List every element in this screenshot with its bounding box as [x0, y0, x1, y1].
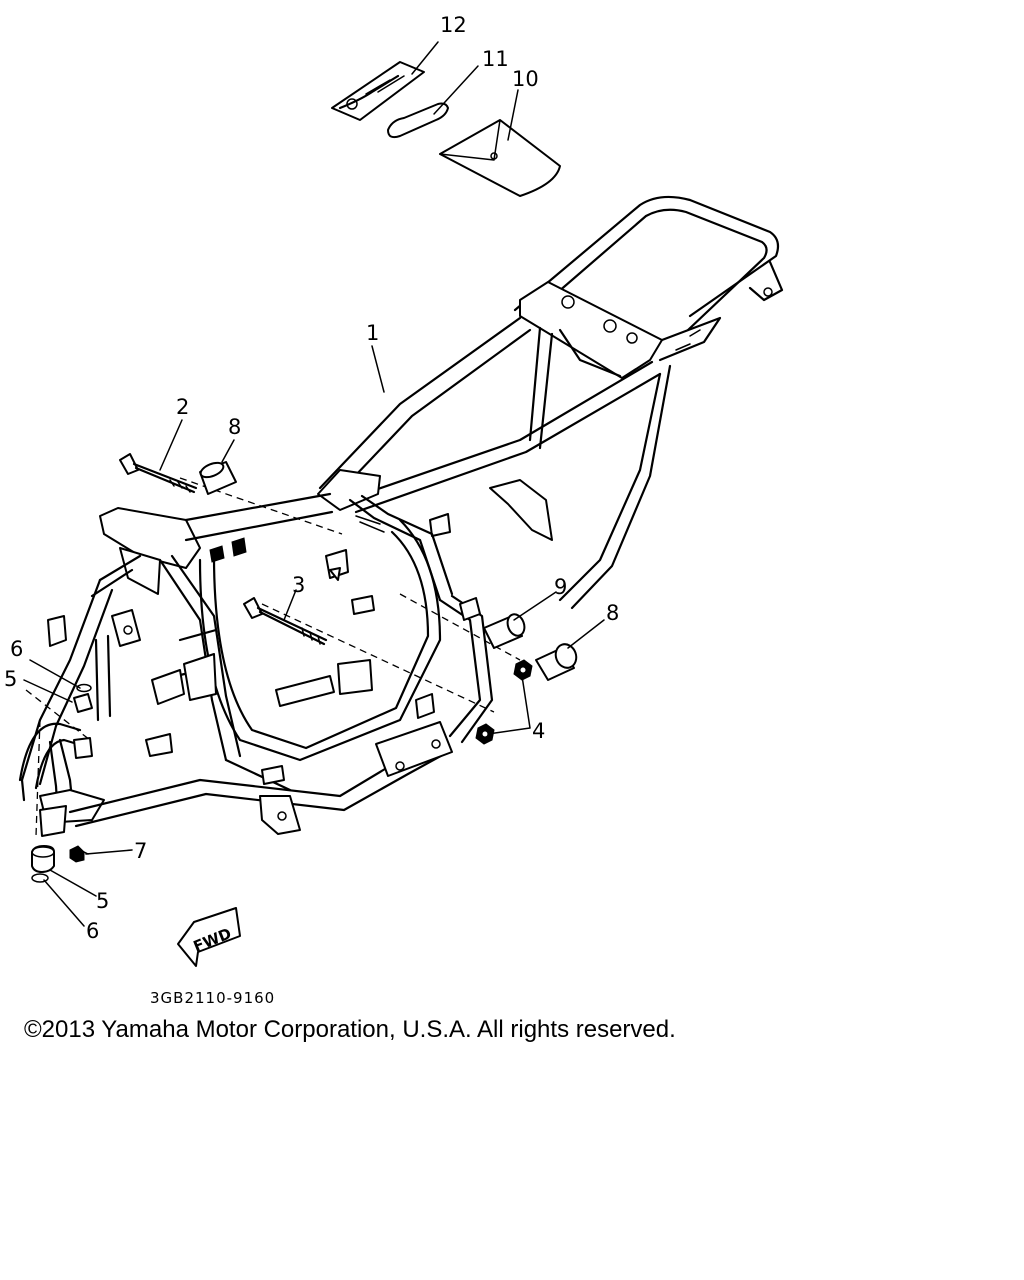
leader-lines	[23, 41, 605, 927]
part-7-bolt	[69, 845, 89, 863]
callout-2: 2	[176, 395, 189, 419]
copyright-notice: ©2013 Yamaha Motor Corporation, U.S.A. A…	[24, 1016, 676, 1043]
part-6-o-ring-upper	[76, 683, 92, 693]
part-12-tool-holder	[331, 61, 425, 121]
diagram-part-code: 3GB2110-9160	[150, 989, 275, 1007]
callout-6-lower: 6	[86, 919, 99, 943]
part-1-main-frame	[18, 195, 784, 837]
part-9-collar	[483, 613, 526, 649]
part-2-engine-mount-bolt	[119, 453, 198, 494]
part-8-collar-upper	[199, 461, 237, 495]
part-5-plug-upper	[73, 693, 93, 713]
callout-5-upper: 5	[4, 667, 17, 691]
part-3-engine-mount-bolt	[243, 597, 328, 646]
callout-6-upper: 6	[10, 637, 23, 661]
part-8-collar-lower	[535, 643, 578, 681]
callout-7: 7	[134, 839, 147, 863]
part-5-plug-lower	[31, 845, 55, 873]
part-6-o-ring-lower	[31, 873, 49, 883]
part-4-nuts	[475, 659, 533, 745]
callout-3: 3	[292, 573, 305, 597]
callout-5-lower: 5	[96, 889, 109, 913]
callout-8-upper: 8	[228, 415, 241, 439]
part-11-band	[387, 102, 449, 139]
callout-11: 11	[482, 47, 509, 71]
callout-8-lower: 8	[606, 601, 619, 625]
callout-labels: 12 11 10 1 2 8 3 9 8 4 6 5 7 5 6	[4, 13, 619, 943]
part-10-tool-bag	[439, 119, 561, 197]
callout-1: 1	[366, 321, 379, 345]
callout-9: 9	[554, 575, 567, 599]
callout-4: 4	[532, 719, 545, 743]
callout-10: 10	[512, 67, 539, 91]
callout-12: 12	[440, 13, 467, 37]
fwd-arrow-icon: FWD	[177, 907, 241, 967]
